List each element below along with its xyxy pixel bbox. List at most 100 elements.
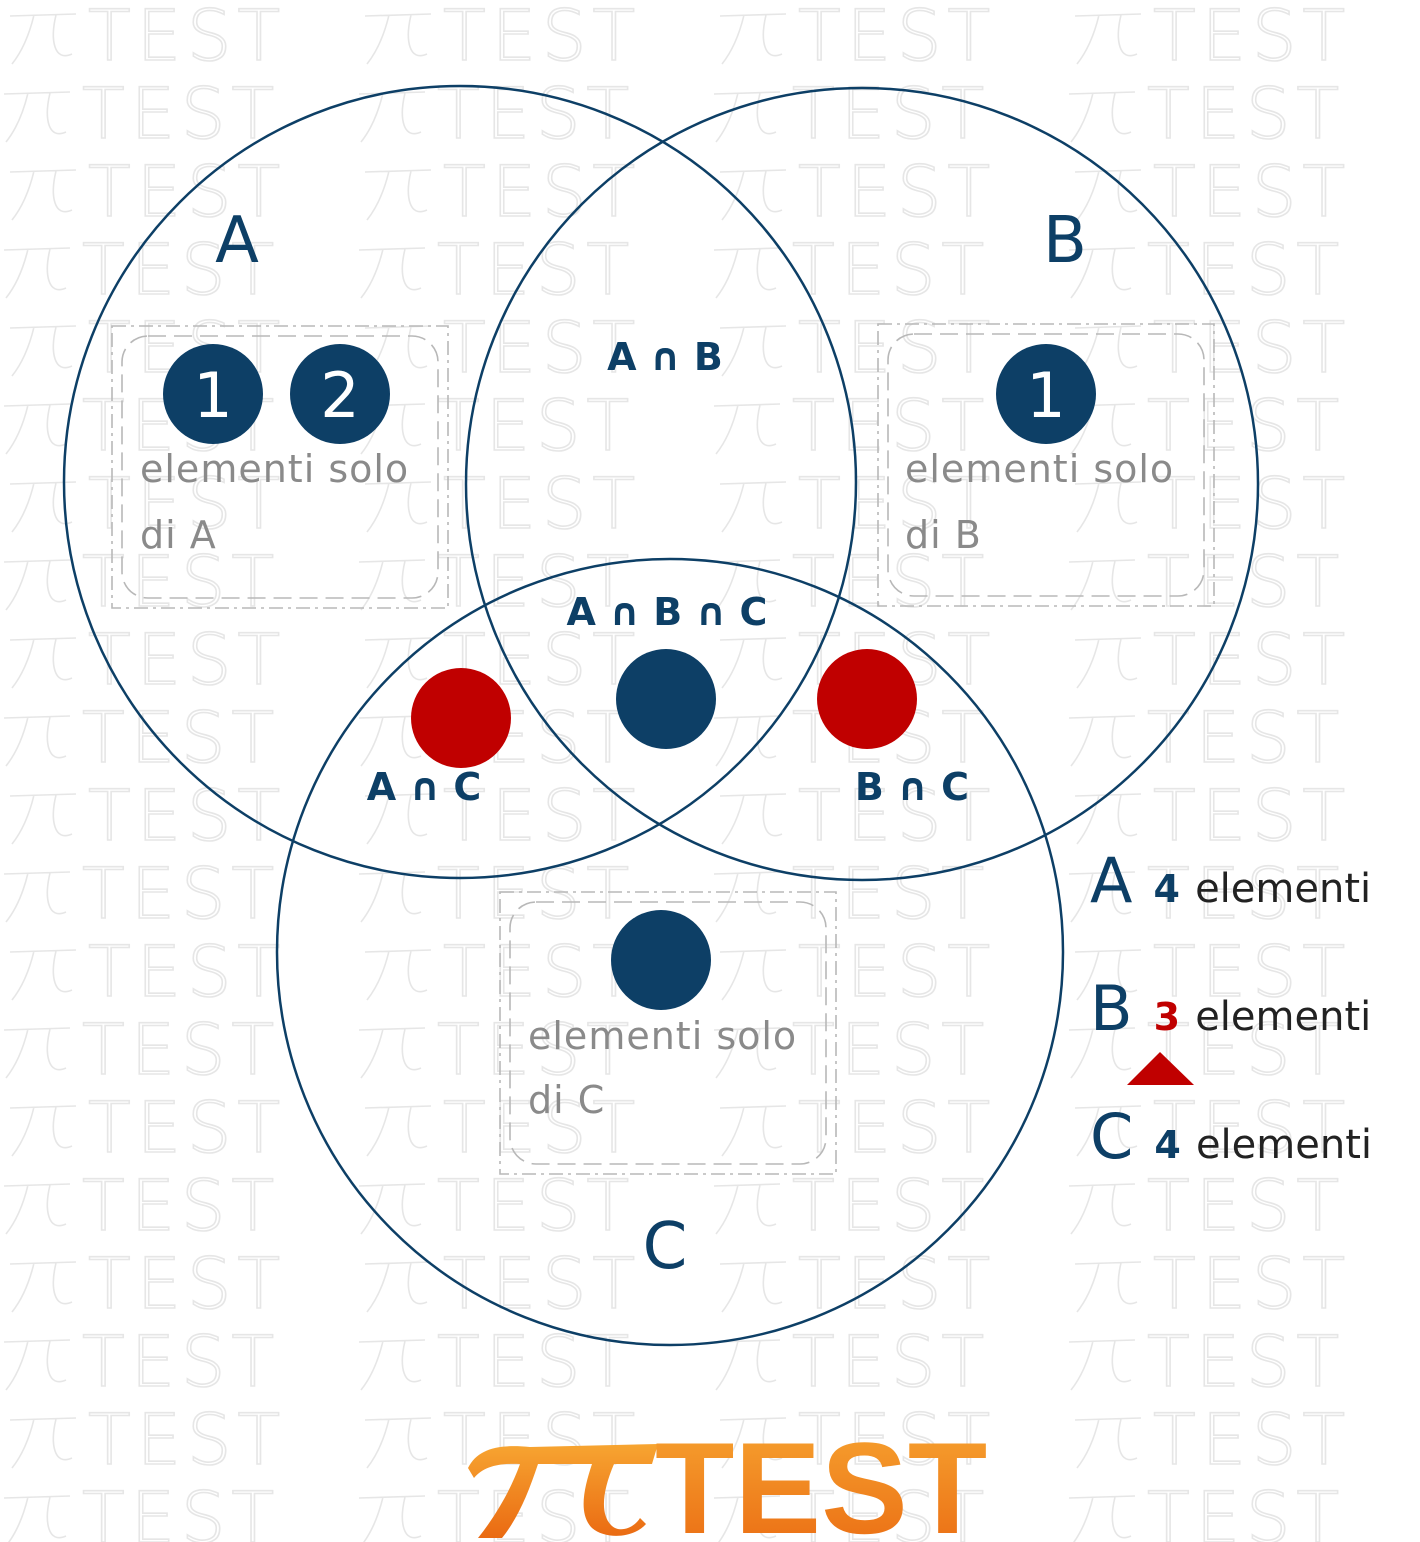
watermark-pi-icon (3, 1183, 71, 1235)
watermark-text: TEST (792, 229, 990, 311)
watermark-pi-icon (719, 481, 787, 533)
watermark-text: TEST (443, 151, 641, 233)
watermark-text: TEST (1153, 0, 1351, 77)
legend-row-a: A 4 elementi (1090, 844, 1371, 917)
watermark-text: TEST (82, 229, 280, 311)
watermark-text: TEST (82, 697, 280, 779)
watermark-pi-icon (358, 1183, 426, 1235)
watermark-text: TEST (792, 853, 990, 935)
watermark-pi-icon (713, 247, 781, 299)
watermark-pi-icon (713, 871, 781, 923)
watermark-text: TEST (437, 1009, 635, 1091)
element-dot (996, 344, 1096, 444)
watermark-pi-icon (1068, 1027, 1136, 1079)
set-b-label: B (1043, 204, 1087, 278)
element-dot-ac (411, 668, 511, 768)
region-only-a-line2: di A (140, 513, 217, 557)
watermark-text: TEST (798, 1399, 996, 1481)
watermark-text: TEST (1147, 1165, 1345, 1247)
legend-row-c: C 4 elementi (1090, 1100, 1372, 1173)
watermark-text: TEST (1147, 1321, 1345, 1403)
watermark-pi-icon (1074, 949, 1142, 1001)
watermark-pi-icon (1068, 1495, 1136, 1542)
watermark-text: TEST (1153, 1399, 1351, 1481)
watermark-pi-icon (3, 1027, 71, 1079)
watermark-pi-icon (358, 1339, 426, 1391)
watermark-pi-icon (1074, 13, 1142, 65)
set-a-label: A (215, 204, 259, 278)
legend-set-b: B (1090, 972, 1133, 1045)
watermark-text: TEST (82, 853, 280, 935)
watermark-pi-icon (9, 1417, 77, 1469)
watermark-text: TEST (792, 73, 990, 155)
watermark-text: TEST (1147, 541, 1345, 623)
watermark-text: TEST (443, 1087, 641, 1169)
watermark-text: TEST (88, 619, 286, 701)
watermark-pi-icon (713, 1339, 781, 1391)
region-only-a-box (111, 325, 449, 609)
watermark-text: TEST (1153, 931, 1351, 1013)
watermark-text: TEST (88, 463, 286, 545)
watermark-text: TEST (1147, 385, 1345, 467)
watermark-pi-icon (3, 559, 71, 611)
watermark-text: TEST (1153, 775, 1351, 857)
watermark-pi-icon (1068, 1339, 1136, 1391)
watermark-text: TEST (88, 1243, 286, 1325)
watermark-text: TEST (1153, 1087, 1351, 1169)
watermark-pi-icon (713, 91, 781, 143)
watermark-text: TEST (1153, 1243, 1351, 1325)
watermark-pi-icon (358, 1027, 426, 1079)
watermark-pi-icon (719, 1105, 787, 1157)
watermark-pi-icon (364, 481, 432, 533)
region-only-b-box (877, 323, 1215, 607)
element-dot (290, 344, 390, 444)
watermark-text: TEST (798, 775, 996, 857)
watermark-text: TEST (443, 463, 641, 545)
watermark-pi-icon (364, 1417, 432, 1469)
watermark-pi-icon (3, 91, 71, 143)
legend-set-c: C (1090, 1100, 1133, 1173)
watermark-pi-icon (364, 793, 432, 845)
watermark-text: TEST (1147, 1477, 1345, 1542)
element-dot (163, 344, 263, 444)
watermark-pi-icon (9, 325, 77, 377)
watermark-pi-icon (1068, 91, 1136, 143)
watermark-pi-icon (1074, 1261, 1142, 1313)
watermark-text: TEST (792, 1165, 990, 1247)
watermark-text: TEST (88, 931, 286, 1013)
watermark-pi-icon (713, 1027, 781, 1079)
watermark-text: TEST (88, 775, 286, 857)
watermark-pi-icon (3, 871, 71, 923)
watermark-pi-icon (358, 871, 426, 923)
legend: A 4 elementi B 3 elementi C 4 elementi (1090, 844, 1372, 1173)
legend-count-b: 3 (1154, 995, 1180, 1039)
watermark-pi-icon (3, 403, 71, 455)
watermark-text: TEST (1153, 463, 1351, 545)
watermark-pi-icon (713, 715, 781, 767)
watermark-text: TEST (82, 541, 280, 623)
legend-count-a: 4 (1154, 867, 1180, 911)
watermark-text: TEST (1147, 73, 1345, 155)
watermark-pi-icon (713, 1183, 781, 1235)
region-only-a-line1: elementi solo (140, 447, 409, 491)
watermark-pi-icon (9, 169, 77, 221)
region-only-c-box (499, 891, 837, 1175)
watermark-text: TEST (88, 1399, 286, 1481)
element-dot (611, 910, 711, 1010)
watermark-pi-icon (1074, 1105, 1142, 1157)
watermark-pi-icon (1074, 793, 1142, 845)
watermark-pi-icon (9, 1261, 77, 1313)
watermark-pi-icon (719, 1261, 787, 1313)
watermark-pi-icon (1074, 169, 1142, 221)
intersection-ab-label: A ∩ B (607, 335, 723, 379)
watermark-pi-icon (3, 247, 71, 299)
watermark-pi-icon (719, 1417, 787, 1469)
watermark-pi-icon (358, 1495, 426, 1542)
region-only-c-line1: elementi solo (528, 1014, 797, 1058)
watermark-text: TEST (798, 931, 996, 1013)
element-number: 1 (193, 359, 232, 432)
legend-row-b: B 3 elementi (1090, 972, 1371, 1045)
watermark-pi-icon (9, 13, 77, 65)
watermark-pi-icon (1068, 871, 1136, 923)
